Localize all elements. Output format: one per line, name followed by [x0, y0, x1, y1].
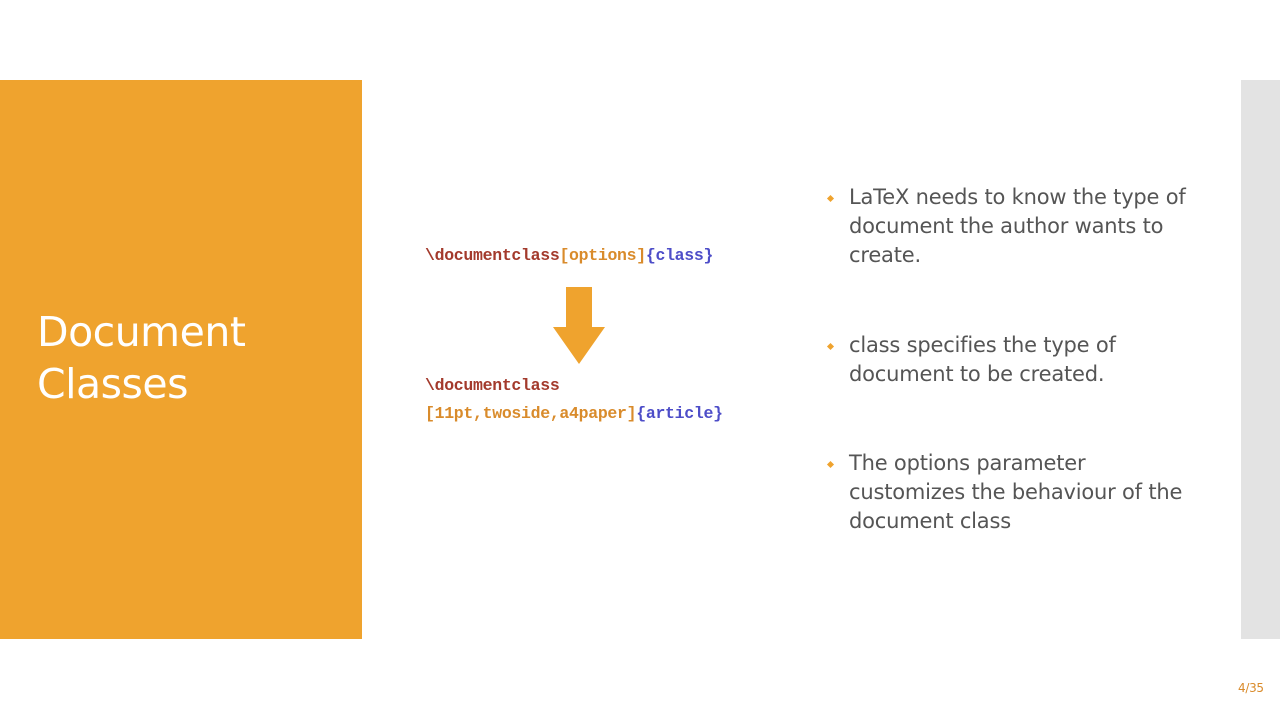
- slide-title: Document Classes: [37, 308, 246, 408]
- title-panel: [0, 80, 362, 639]
- bullet-diamond-icon: [826, 460, 835, 469]
- side-strip: [1241, 80, 1280, 639]
- bullet-item: The options parameter customizes the beh…: [826, 449, 1188, 536]
- code-class: {article}: [636, 404, 723, 423]
- code-line-example-args: [11pt,twoside,a4paper]{article}: [425, 404, 723, 423]
- down-arrow-icon: [553, 287, 605, 364]
- page-number: 4/35: [1238, 681, 1264, 695]
- bullet-item: LaTeX needs to know the type of document…: [826, 183, 1188, 270]
- code-options: [11pt,twoside,a4paper]: [425, 404, 637, 423]
- code-figure: \documentclass[options]{class} \document…: [420, 240, 780, 440]
- bullet-item: class specifies the type of document to …: [826, 331, 1188, 389]
- bullet-text: class specifies the type of document to …: [849, 333, 1116, 386]
- bullet-diamond-icon: [826, 342, 835, 351]
- code-command: \documentclass: [425, 246, 560, 265]
- bullet-text: LaTeX needs to know the type of document…: [849, 185, 1186, 267]
- code-line-example-command: \documentclass: [425, 376, 560, 395]
- code-command: \documentclass: [425, 376, 560, 395]
- bullet-diamond-icon: [826, 194, 835, 203]
- code-line-generic: \documentclass[options]{class}: [425, 246, 713, 265]
- code-class: {class}: [645, 246, 714, 265]
- bullet-text: The options parameter customizes the beh…: [849, 451, 1183, 533]
- code-options: [options]: [559, 246, 646, 265]
